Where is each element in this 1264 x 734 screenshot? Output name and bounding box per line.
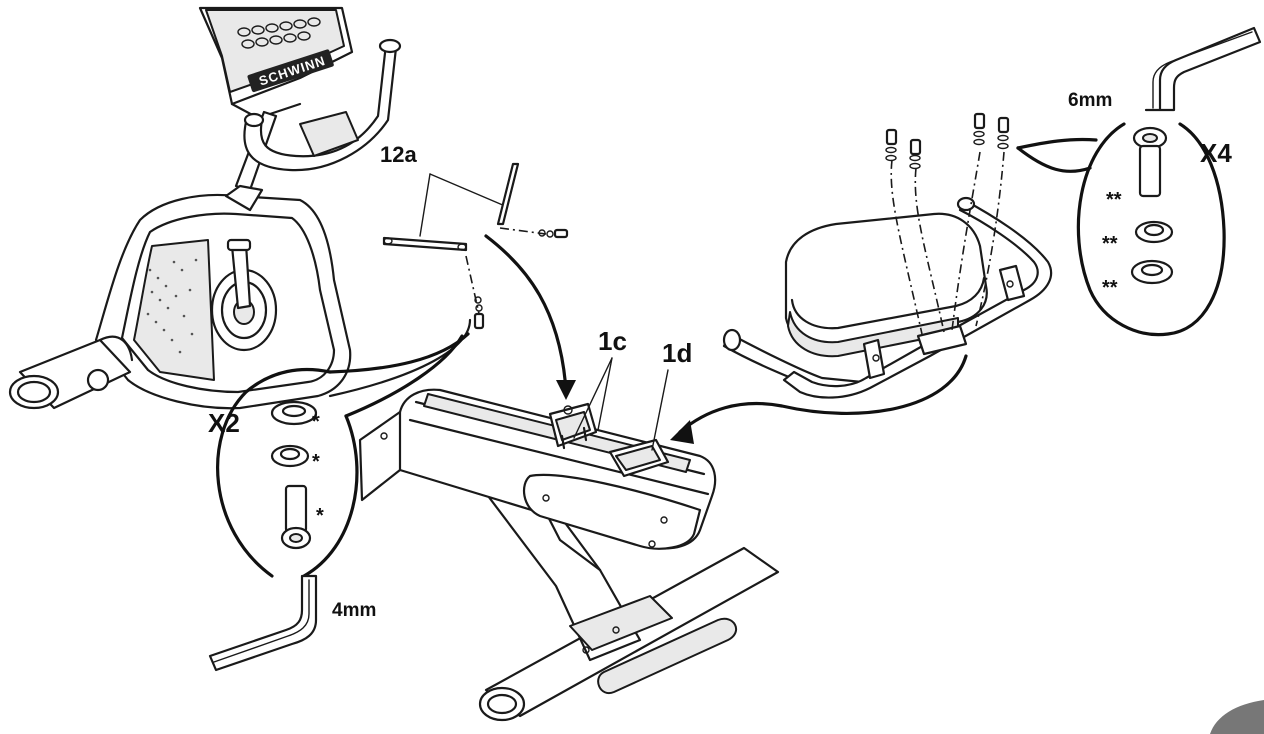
console-buttons (237, 17, 321, 49)
vent-dots (146, 258, 198, 354)
svg-text:1c: 1c (598, 326, 627, 356)
svg-text:1d: 1d (662, 338, 692, 368)
washer-split (270, 444, 310, 468)
callout-x2: X2 * * * 4mm (208, 332, 470, 672)
bolt-left (280, 484, 312, 550)
corner-tab (1210, 700, 1264, 734)
svg-text:**: ** (1106, 189, 1122, 211)
svg-text:*: * (312, 451, 320, 473)
seat-bolts (885, 112, 1010, 170)
svg-text:6mm: 6mm (1068, 90, 1112, 111)
allen-wrench-6mm (1144, 26, 1262, 112)
bolt-right (1132, 126, 1168, 198)
allen-wrench-4mm (208, 574, 318, 672)
svg-text:X4: X4 (1200, 138, 1232, 168)
svg-text:X2: X2 (208, 408, 240, 438)
seat-assembly (670, 112, 1053, 444)
svg-text:12a: 12a (380, 142, 417, 167)
washer-x4-bottom (1130, 259, 1174, 285)
washer-top (270, 400, 318, 426)
svg-text:*: * (312, 411, 320, 433)
bracket-1d (608, 438, 670, 478)
callout-x4: X4 ** ** ** 6mm (1016, 26, 1262, 337)
part-12a-group: 12a (380, 142, 576, 400)
bike-frame-left: SCHWINN (8, 6, 472, 410)
svg-text:4mm: 4mm (332, 600, 376, 621)
svg-text:**: ** (1102, 277, 1118, 299)
svg-text:*: * (316, 505, 324, 527)
washer-x4-top (1134, 220, 1174, 244)
svg-text:**: ** (1102, 233, 1118, 255)
seat-rail-base: 1c 1d (358, 326, 780, 722)
